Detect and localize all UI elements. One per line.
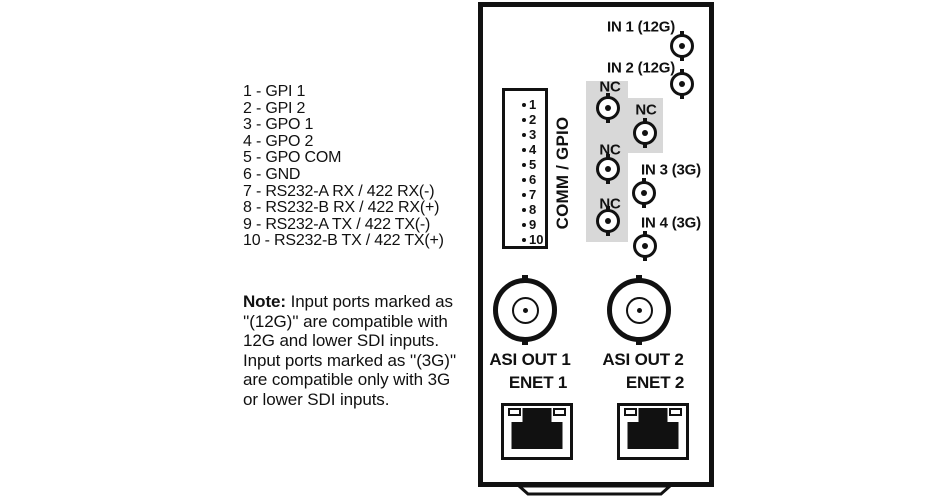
rj45-led-icon [553, 408, 566, 416]
rj45-led-icon [669, 408, 682, 416]
comm-gpio-connector [502, 88, 548, 249]
in3-label: IN 3 (3G) [641, 161, 701, 179]
in1-label: IN 1 (12G) [606, 18, 676, 36]
pin-number: 9 [529, 217, 537, 232]
pin-number: 2 [529, 112, 537, 127]
comm-pin-7: 7 [522, 187, 536, 202]
comm-pin-9: 9 [522, 217, 536, 232]
in1-bnc-icon [670, 34, 694, 58]
pin-number: 6 [529, 172, 537, 187]
pin-number: 5 [529, 157, 537, 172]
enet1-rj45-icon [501, 403, 573, 460]
note-line: Input ports marked as ''(3G)'' [243, 350, 457, 370]
rj45-port-icon [627, 422, 679, 449]
enet1-label: ENET 1 [508, 373, 568, 392]
pin-dot-icon [522, 147, 526, 152]
compatibility-note: Note: Input ports marked as ''(12G)'' ar… [243, 292, 456, 409]
note-line: ''(12G)'' are compatible with [243, 311, 448, 331]
pin-dot-icon [522, 162, 526, 167]
comm-pin-4: 4 [522, 142, 536, 157]
in2-bnc-icon [670, 72, 694, 96]
pin-number: 7 [529, 187, 537, 202]
card-edge-connector [515, 484, 674, 496]
asi-out2-bnc-icon [607, 278, 671, 342]
nc1-label: NC [599, 78, 621, 96]
pin-number: 8 [529, 202, 537, 217]
in3-bnc-icon [632, 181, 656, 205]
pin-list-line: 9 - RS232-A TX / 422 TX(-) [243, 215, 431, 233]
pin-dot-icon [522, 117, 526, 122]
comm-pin-6: 6 [522, 172, 536, 187]
comm-gpio-label: COMM / GPIO [553, 116, 572, 230]
rj45-port-icon [511, 422, 563, 449]
asi-out2-label: ASI OUT 2 [602, 350, 684, 369]
pin-list-line: 10 - RS232-B TX / 422 TX(+) [243, 232, 444, 250]
rj45-led-icon [508, 408, 521, 416]
pin-number: 3 [529, 127, 537, 142]
comm-pin-2: 2 [522, 112, 536, 127]
note-line: 12G and lower SDI inputs. [243, 331, 439, 350]
pin-list-line: 8 - RS232-B RX / 422 RX(+) [243, 199, 440, 217]
note-line: Note: Input ports marked as [243, 292, 456, 312]
rj45-slot-icon [522, 408, 552, 423]
enet2-rj45-icon [617, 403, 689, 460]
pin-assignment-list: 1 - GPI 1 2 - GPI 2 3 - GPO 1 4 - GPO 2 … [243, 83, 444, 250]
comm-pin-8: 8 [522, 202, 536, 217]
nc1-bnc-icon [596, 96, 620, 120]
pin-list-line: 7 - RS232-A RX / 422 RX(-) [243, 182, 435, 200]
comm-pin-1: 1 [522, 97, 536, 112]
pin-list-line: 1 - GPI 1 [243, 83, 306, 100]
pin-list-line: 6 - GND [243, 165, 301, 183]
comm-pin-3: 3 [522, 127, 536, 142]
note-prefix: Note: [243, 292, 286, 311]
nc3-label: NC [599, 141, 621, 159]
pin-list-line: 3 - GPO 1 [243, 116, 314, 134]
nc4-bnc-icon [596, 209, 620, 233]
nc3-bnc-icon [596, 157, 620, 181]
note-line: or lower SDI inputs. [243, 389, 390, 409]
note-line-rest: Input ports marked as [285, 292, 453, 311]
comm-pin-10: 10 [522, 232, 543, 247]
pin-dot-icon [522, 207, 526, 212]
in2-label: IN 2 (12G) [606, 59, 676, 77]
in4-label: IN 4 (3G) [641, 214, 701, 232]
pin-list-line: 2 - GPI 2 [243, 99, 306, 117]
pin-dot-icon [522, 132, 526, 137]
asi-out1-label: ASI OUT 1 [489, 350, 571, 369]
pin-list-line: 5 - GPO COM [243, 149, 342, 167]
rj45-led-icon [624, 408, 637, 416]
asi-out1-bnc-icon [493, 278, 557, 342]
enet2-label: ENET 2 [625, 373, 685, 392]
pin-number: 10 [529, 232, 544, 247]
pin-dot-icon [522, 177, 526, 182]
pin-dot-icon [522, 192, 526, 197]
pin-dot-icon [522, 222, 526, 227]
note-line: are compatible only with 3G [243, 370, 451, 389]
nc2-label: NC [635, 101, 657, 119]
comm-pin-5: 5 [522, 157, 536, 172]
in4-bnc-icon [633, 234, 657, 258]
pin-number: 4 [529, 142, 537, 157]
pin-dot-icon [522, 237, 526, 242]
rear-panel-plate: 1 2 3 4 5 6 7 8 9 10 COMM / GPIO IN 1 (1… [478, 2, 714, 487]
pin-dot-icon [522, 102, 526, 107]
rj45-slot-icon [638, 408, 668, 423]
nc2-bnc-icon [633, 121, 657, 145]
pin-number: 1 [529, 97, 537, 112]
pin-list-line: 4 - GPO 2 [243, 132, 314, 150]
